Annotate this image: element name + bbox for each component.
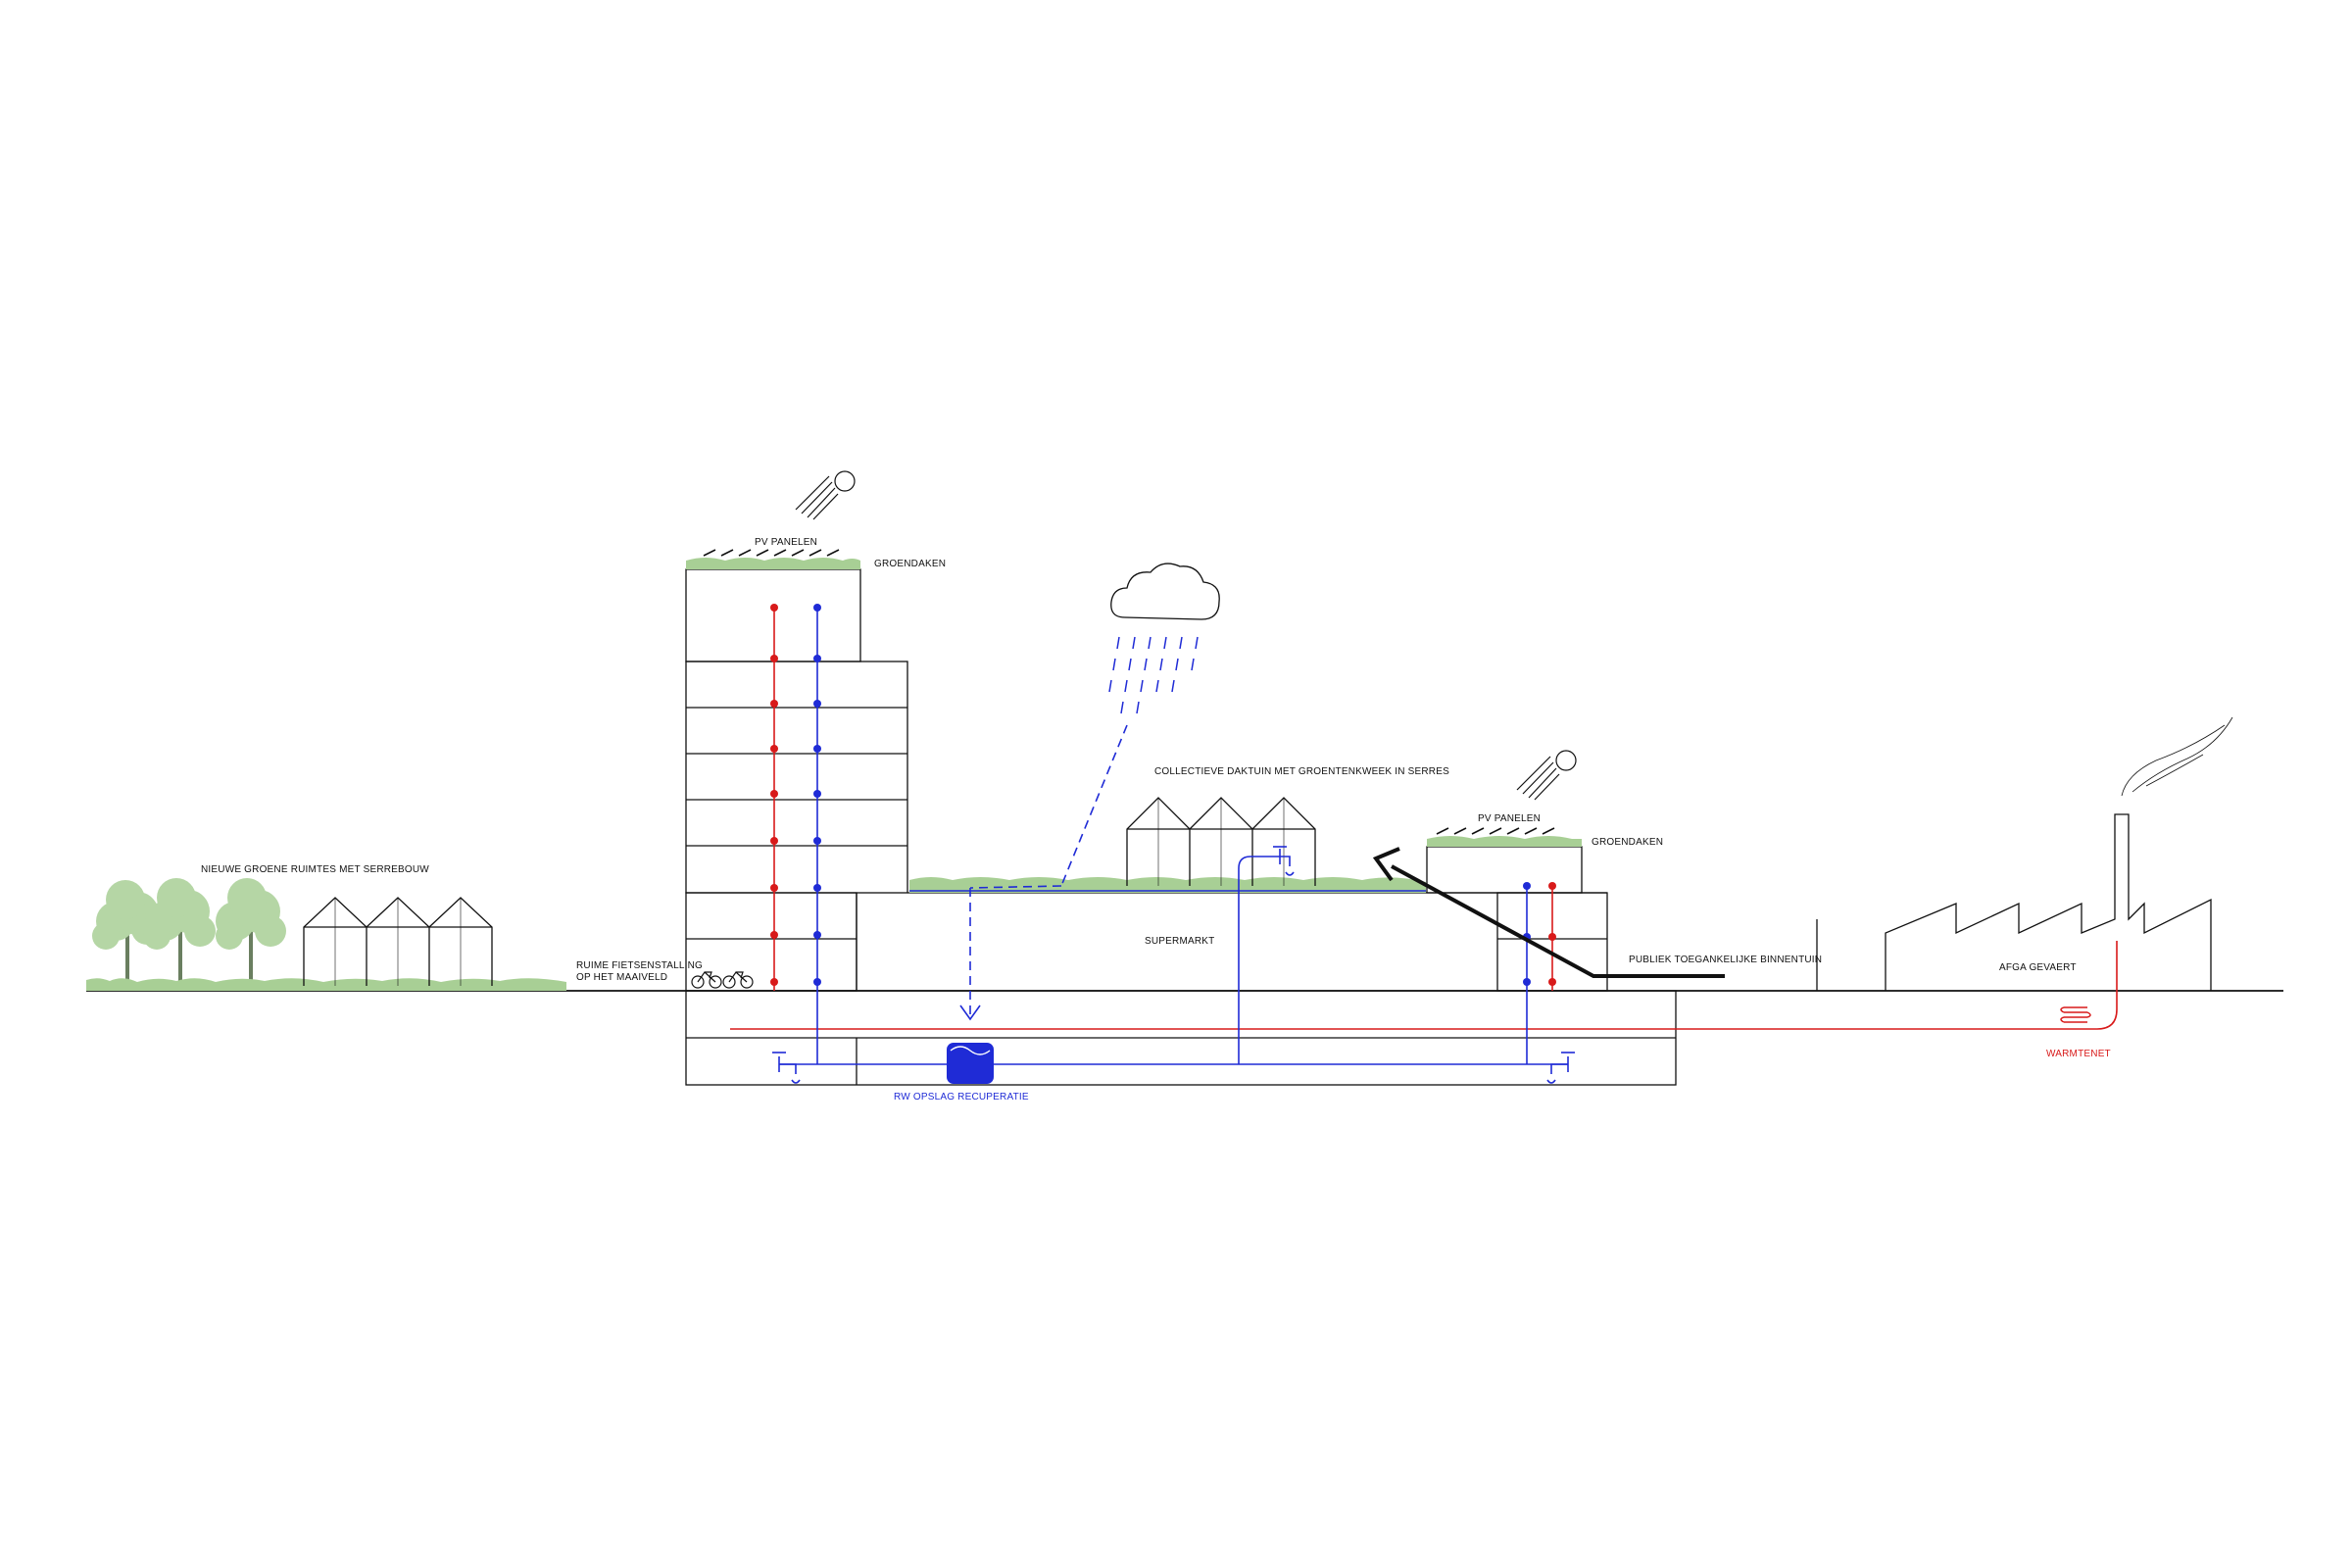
greenery-strip-left	[86, 978, 566, 991]
hot-water-nodes	[770, 604, 1556, 986]
hot-water-pipes	[730, 608, 2118, 1030]
greenhouse-left-icon	[303, 897, 493, 986]
label-rainwater-storage: RW OPSLAG RECUPERATIE	[894, 1092, 1029, 1102]
supermarket-building	[856, 846, 1608, 992]
heat-exchanger-icon	[2060, 1006, 2091, 1023]
label-bike-parking-2: OP HET MAAIVELD	[576, 972, 668, 983]
label-afga: AFGA GEVAERT	[1999, 962, 2077, 973]
sun-icon	[795, 470, 856, 520]
bicycle-icon	[691, 971, 754, 989]
green-roof-middle	[909, 877, 1426, 893]
greenhouse-roof-icon	[1126, 797, 1316, 886]
arrow-down-icon	[959, 1004, 981, 1021]
label-green-roof-tower: GROENDAKEN	[874, 559, 947, 569]
label-supermarket: SUPERMARKT	[1145, 936, 1215, 947]
water-tap-icon	[1273, 846, 1295, 876]
label-collective-roof-garden: COLLECTIEVE DAKTUIN MET GROENTENKWEEK IN…	[1154, 766, 1449, 777]
tower-building	[685, 568, 908, 992]
rainwater-tank-icon	[947, 1043, 994, 1084]
label-pv-panels-tower: PV PANELEN	[755, 537, 818, 548]
rain-cloud-icon	[1108, 563, 1220, 714]
label-new-green-spaces: NIEUWE GROENE RUIMTES MET SERREBOUW	[201, 864, 429, 875]
label-heat-network: WARMTENET	[2046, 1049, 2111, 1059]
label-pv-panels-small: PV PANELEN	[1478, 813, 1542, 824]
trees-icon	[92, 878, 286, 990]
factory-icon	[1885, 716, 2233, 991]
pv-panels-tower-icon	[703, 549, 840, 557]
public-access-arrow	[1372, 847, 1725, 978]
sun-icon	[1516, 750, 1577, 801]
cold-water-pipes	[779, 608, 1568, 1065]
basement	[685, 990, 1677, 1086]
green-roof-tower	[686, 558, 860, 569]
rainwater-flow	[969, 724, 1128, 1015]
label-bike-parking-1: RUIME FIETSENSTALLING	[576, 960, 704, 971]
cold-water-nodes	[813, 604, 1531, 986]
label-green-roof-small: GROENDAKEN	[1592, 837, 1664, 848]
label-public-garden: PUBLIEK TOEGANKELIJKE BINNENTUIN	[1629, 955, 1823, 965]
green-roof-small	[1427, 836, 1582, 847]
pv-panels-small-icon	[1436, 827, 1555, 835]
water-tap-icon	[772, 1052, 801, 1084]
water-tap-icon	[1546, 1052, 1575, 1084]
